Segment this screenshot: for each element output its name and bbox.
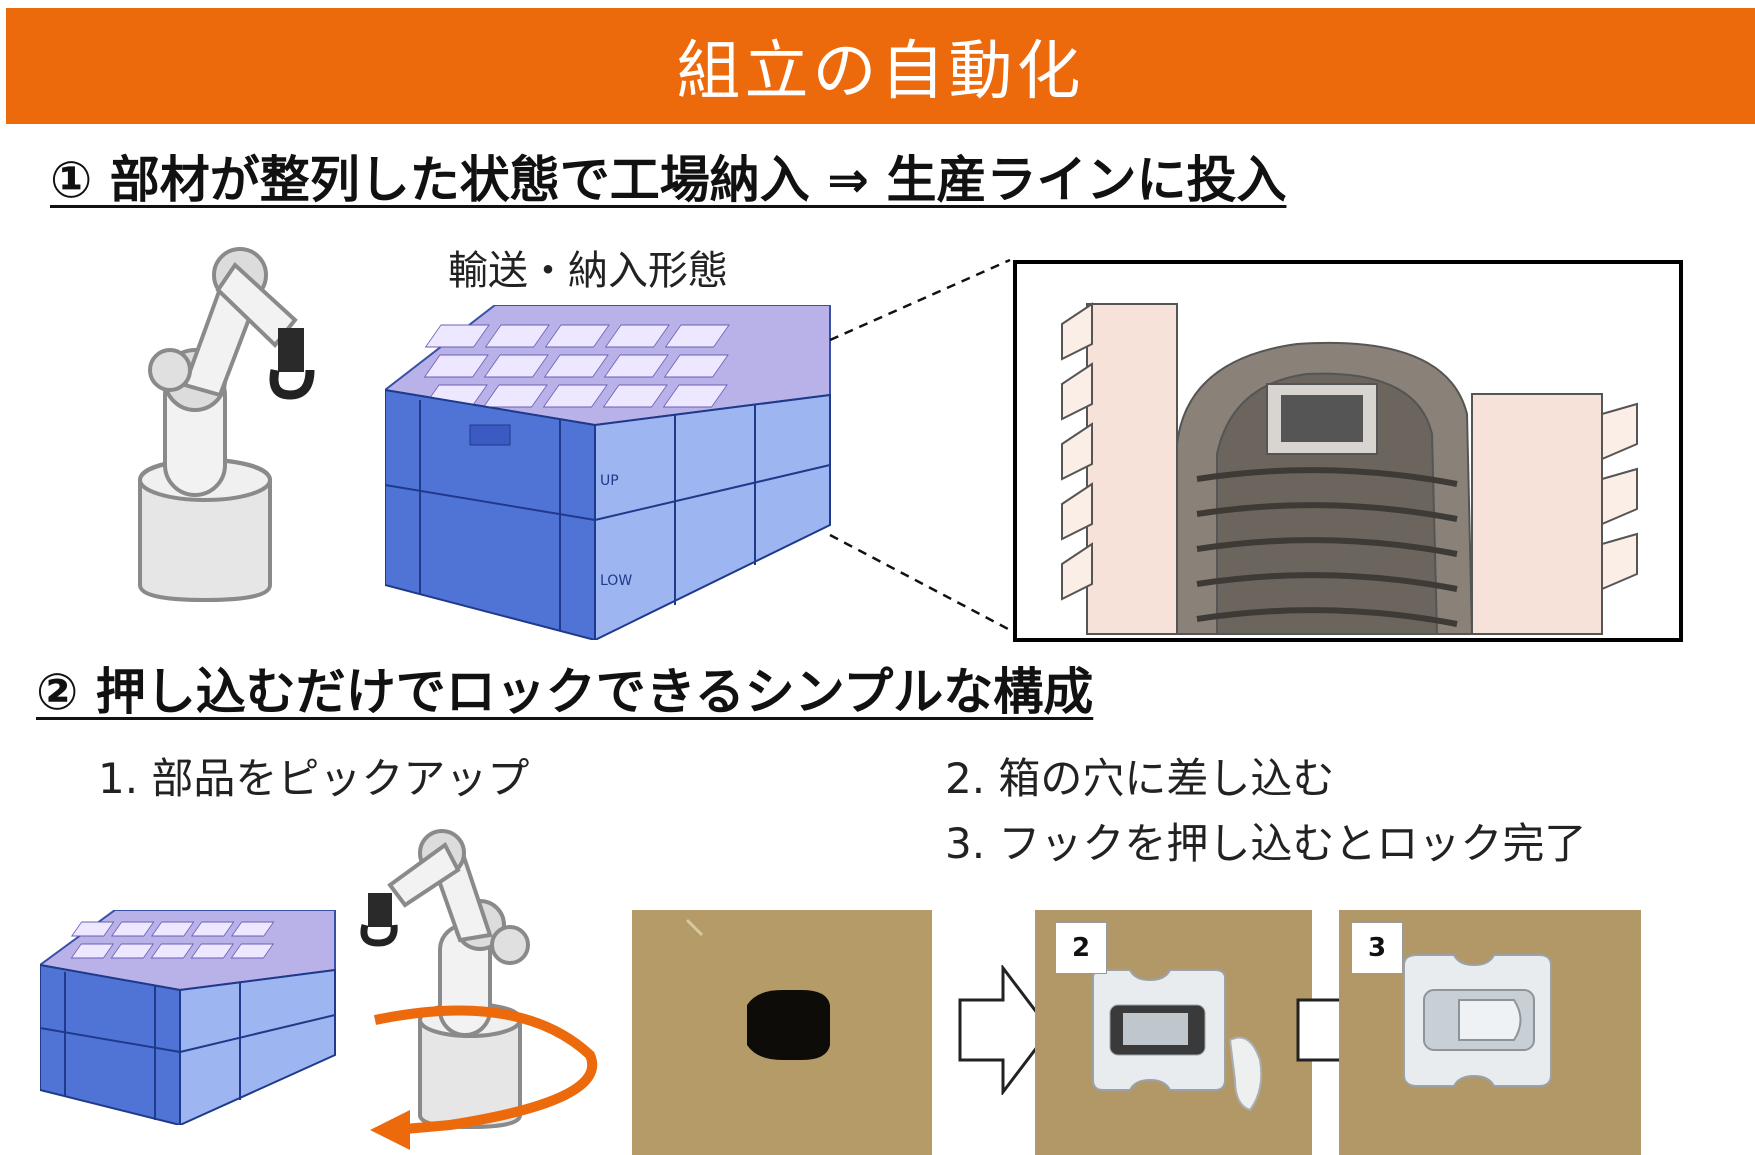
robot-arm-rotating-illustration: [360, 829, 598, 1150]
zoomed-detail-box: [1013, 260, 1683, 642]
step-3-badge: 3: [1351, 922, 1403, 974]
step-1-label: 1. 部品をピックアップ: [98, 754, 530, 803]
container-up-label: UP: [600, 473, 619, 489]
page-title: 組立の自動化: [676, 35, 1085, 109]
transport-caption: 輸送・納入形態: [448, 248, 728, 294]
container-low-label: LOW: [600, 573, 632, 589]
arrow-right-icon: [958, 965, 1052, 1095]
step-2-label: 2. 箱の穴に差し込む: [945, 754, 1335, 803]
stacked-connector-illustration: [1061, 302, 1638, 635]
title-bar: 組立の自動化: [6, 8, 1755, 124]
section-1-heading: ① 部材が整列した状態で工場納入 ⇒ 生産ラインに投入: [50, 151, 1287, 209]
step-2-badge: 2: [1055, 922, 1107, 974]
zoom-connector-lines: [829, 258, 1011, 632]
step-3-label: 3. フックを押し込むとロック完了: [945, 819, 1587, 868]
step-3-photo: 3: [1339, 910, 1641, 1155]
parts-container-small-illustration: [40, 910, 336, 1125]
robot-arm-illustration: [138, 247, 315, 603]
parts-container-illustration: UP LOW: [385, 305, 831, 640]
cardboard-hole-photo: [632, 910, 932, 1155]
step-2-photo: 2: [1035, 910, 1312, 1155]
section-2-heading: ② 押し込むだけでロックできるシンプルな構成: [36, 663, 1094, 721]
